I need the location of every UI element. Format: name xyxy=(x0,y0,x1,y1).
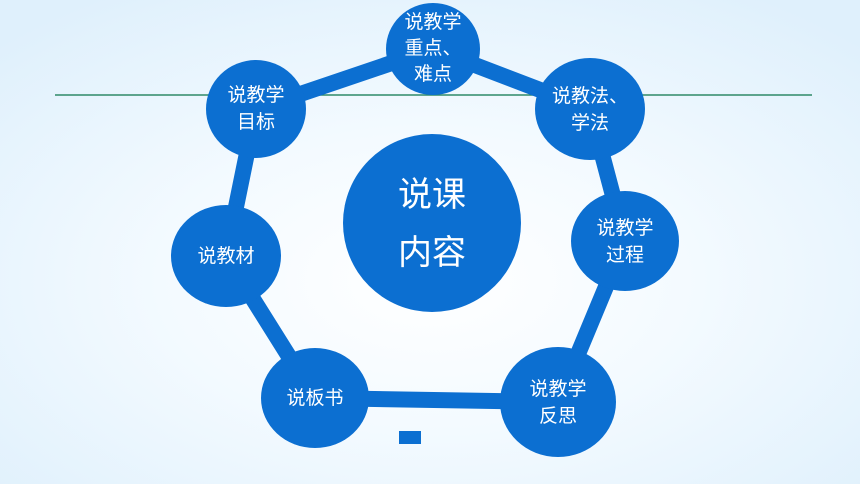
node-teaching-key-points: 说教学 重点、 难点 xyxy=(386,3,480,95)
node-blackboard-circle xyxy=(261,348,369,448)
node-teaching-key-points-line-2: 重点、 xyxy=(404,37,461,59)
node-teaching-methods-line-2: 学法 xyxy=(571,112,609,134)
node-teaching-methods-circle xyxy=(535,58,645,160)
node-teaching-goals-line-2: 目标 xyxy=(237,111,275,133)
center-label-line-2: 内容 xyxy=(398,233,466,273)
ring-bottom-tab xyxy=(399,431,421,444)
node-teaching-goals-line-1: 说教学 xyxy=(227,84,284,106)
node-teaching-goals-circle xyxy=(206,60,306,158)
node-teaching-key-points-line-3: 难点 xyxy=(414,63,452,85)
node-teaching-process-line-1: 说教学 xyxy=(596,217,653,239)
node-teaching-materials-circle xyxy=(171,205,281,307)
center-circle xyxy=(343,134,521,312)
node-blackboard: 说板书 xyxy=(261,348,369,448)
node-teaching-process-line-2: 过程 xyxy=(606,244,644,266)
node-teaching-key-points-circle xyxy=(386,3,480,95)
node-teaching-key-points-line-1: 说教学 xyxy=(404,11,461,33)
node-teaching-goals: 说教学 目标 xyxy=(206,60,306,158)
center-node: 说课 内容 xyxy=(343,134,521,312)
node-teaching-reflection-line-2: 反思 xyxy=(539,405,577,427)
node-teaching-materials-line-1: 说教材 xyxy=(197,245,254,267)
node-teaching-reflection-circle xyxy=(500,347,616,457)
outer-nodes: 说教学 重点、 难点 说教法、 学法 说教学 过程 说教学 反思 说板书 说教材 xyxy=(171,3,679,457)
node-teaching-materials: 说教材 xyxy=(171,205,281,307)
node-teaching-methods-line-1: 说教法、 xyxy=(552,85,628,107)
node-teaching-reflection: 说教学 反思 xyxy=(500,347,616,457)
node-teaching-process-circle xyxy=(571,191,679,291)
node-blackboard-line-1: 说板书 xyxy=(286,387,343,409)
node-teaching-reflection-line-1: 说教学 xyxy=(529,378,586,400)
node-teaching-methods: 说教法、 学法 xyxy=(535,58,645,160)
node-teaching-process: 说教学 过程 xyxy=(571,191,679,291)
center-label-line-1: 说课 xyxy=(398,175,466,215)
